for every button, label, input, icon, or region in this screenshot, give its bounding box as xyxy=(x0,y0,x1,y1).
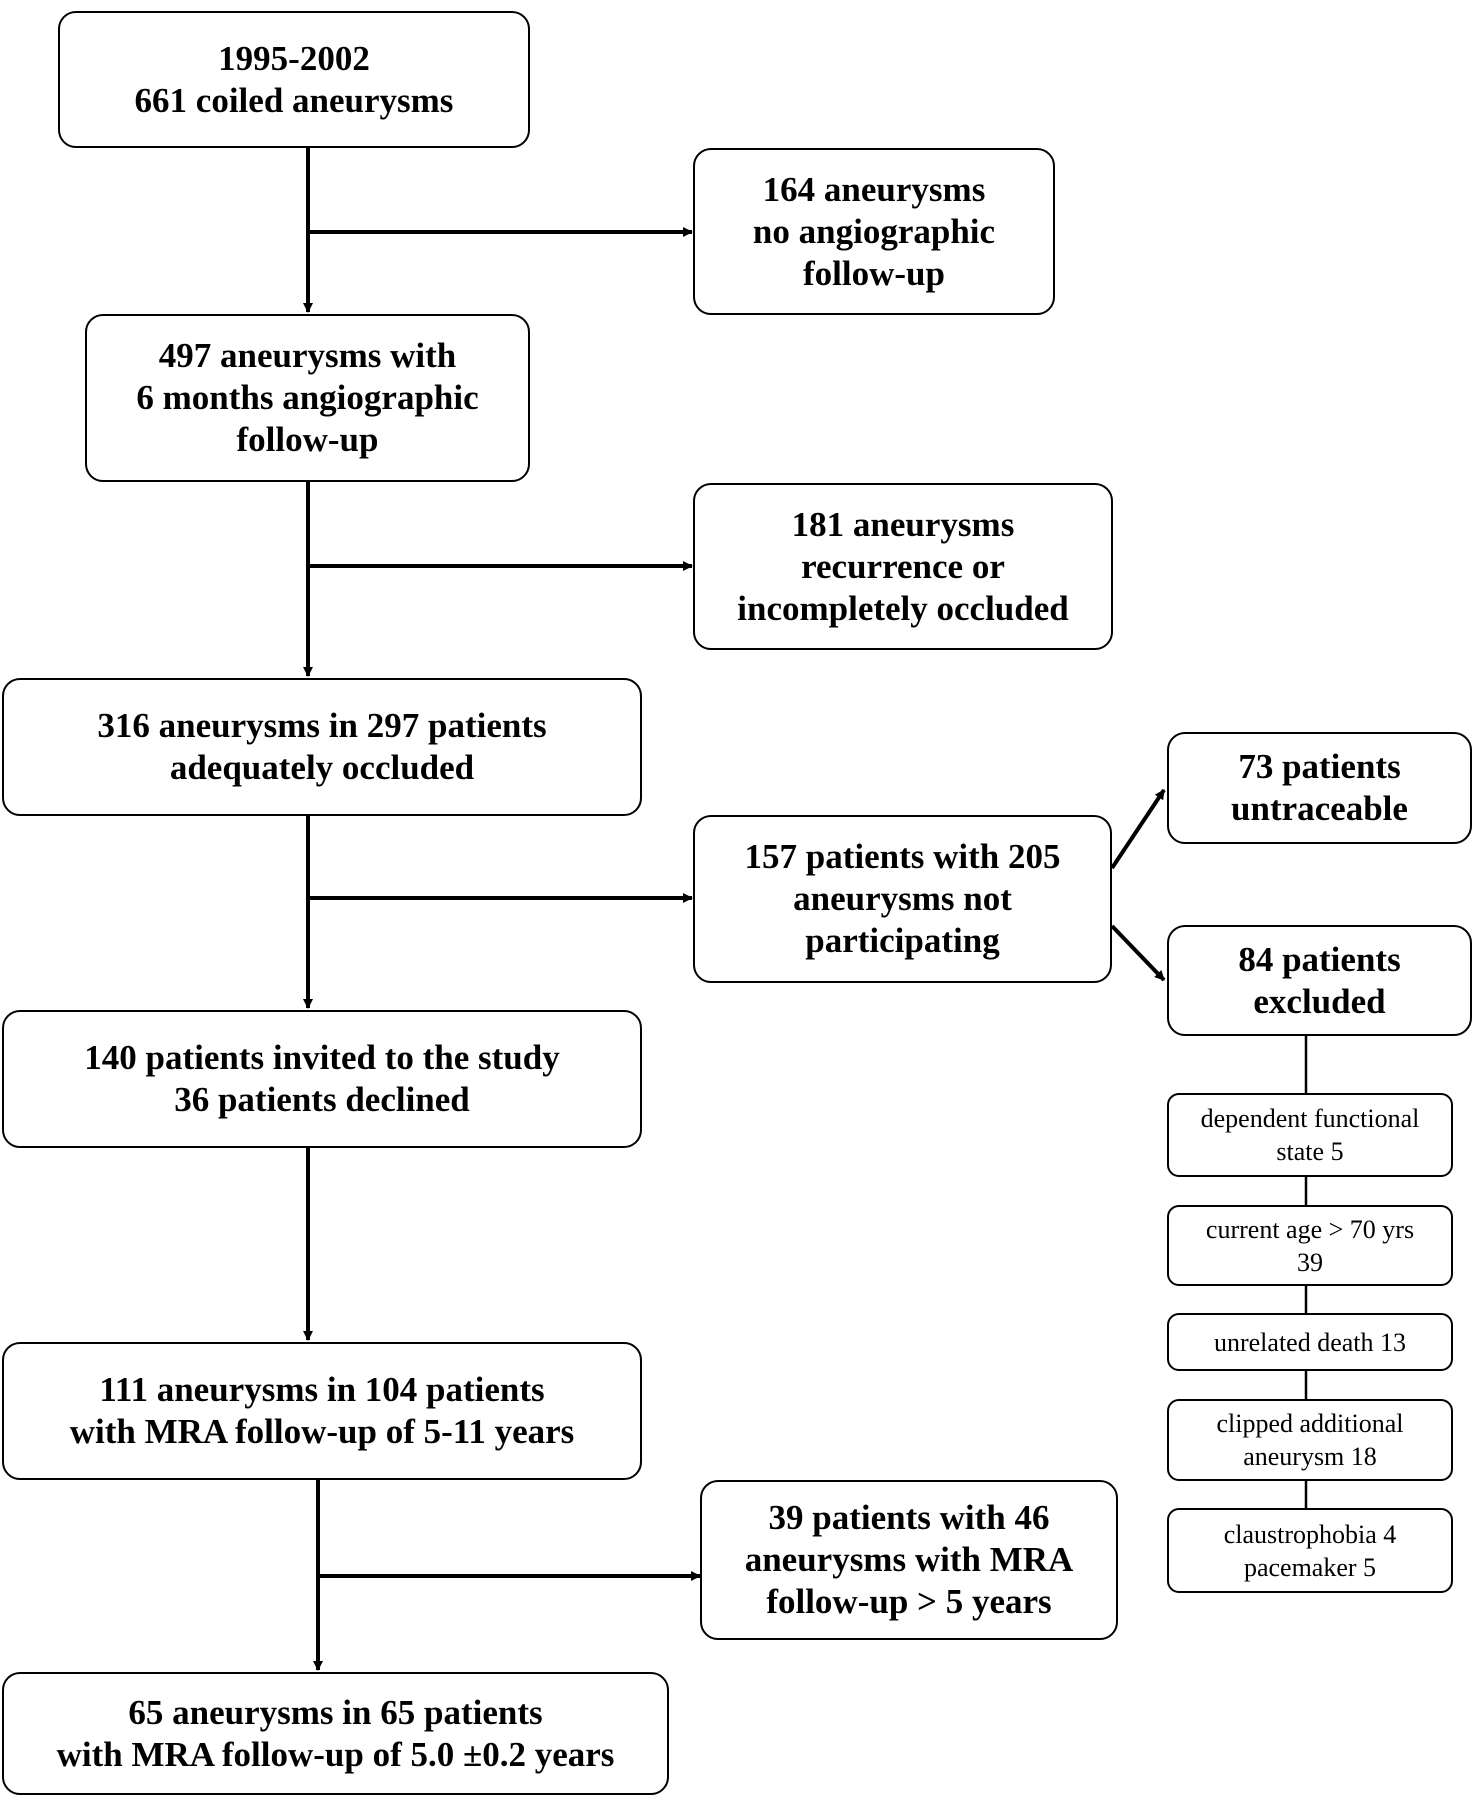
box-six-month-line-1: 497 aneurysms with xyxy=(158,336,457,375)
box-occluded-line-2: adequately occluded xyxy=(169,748,475,787)
box-no-followup-line-2: no angiographic xyxy=(752,211,996,251)
box-untraceable-line-1: 73 patients xyxy=(1238,747,1401,786)
box-invited-line-2: 36 patients declined xyxy=(174,1080,470,1119)
box-death-line-1: unrelated death 13 xyxy=(1213,1327,1407,1357)
box-excluded: 84 patients excluded xyxy=(1167,925,1472,1036)
box-claustrophobia: claustrophobia 4 pacemaker 5 xyxy=(1167,1508,1453,1593)
box-dependent-line-1: dependent functional xyxy=(1200,1104,1420,1133)
box-recurrence-line-2: recurrence or xyxy=(801,546,1005,586)
arrow-to-excluded xyxy=(1110,924,1166,982)
box-untraceable-line-2: untraceable xyxy=(1231,789,1408,828)
box-clipped-line-2: aneurysm 18 xyxy=(1243,1442,1377,1471)
box-mra-39-line-1: 39 patients with 46 xyxy=(768,1498,1050,1537)
arrow-to-untraceable xyxy=(1110,788,1166,870)
box-mra-111: 111 aneurysms in 104 patients with MRA f… xyxy=(2,1342,642,1480)
box-start: 1995-2002 661 coiled aneurysms xyxy=(58,11,530,148)
box-age-line-2: 39 xyxy=(1297,1247,1323,1277)
box-death: unrelated death 13 xyxy=(1167,1313,1453,1371)
box-no-followup: 164 aneurysms no angiographic follow-up xyxy=(693,148,1055,315)
box-not-participating-line-2: aneurysms not xyxy=(793,879,1012,918)
box-excluded-line-1: 84 patients xyxy=(1238,939,1401,979)
box-not-participating-line-3: participating xyxy=(805,921,1000,960)
box-invited: 140 patients invited to the study 36 pat… xyxy=(2,1010,642,1148)
box-occluded: 316 aneurysms in 297 patients adequately… xyxy=(2,678,642,816)
box-start-line-1: 1995-2002 xyxy=(218,38,370,78)
box-age-line-1: current age > 70 yrs xyxy=(1205,1214,1415,1244)
box-occluded-line-1: 316 aneurysms in 297 patients xyxy=(97,706,547,745)
box-no-followup-line-1: 164 aneurysms xyxy=(762,169,986,209)
box-claustrophobia-line-2: pacemaker 5 xyxy=(1243,1552,1377,1582)
box-recurrence-line-1: 181 aneurysms xyxy=(791,504,1015,544)
box-recurrence: 181 aneurysms recurrence or incompletely… xyxy=(693,483,1113,650)
box-excluded-line-2: excluded xyxy=(1253,981,1386,1021)
box-dependent: dependent functional state 5 xyxy=(1167,1093,1453,1177)
box-mra-39-line-2: aneurysms with MRA xyxy=(744,1540,1074,1579)
box-clipped-line-1: clipped additional xyxy=(1216,1409,1404,1438)
box-mra-39-line-3: follow-up > 5 years xyxy=(766,1582,1052,1621)
box-final: 65 aneurysms in 65 patients with MRA fol… xyxy=(2,1672,669,1795)
box-six-month: 497 aneurysms with 6 months angiographic… xyxy=(85,314,530,482)
box-mra-111-line-2: with MRA follow-up of 5-11 years xyxy=(69,1412,575,1451)
box-mra-39: 39 patients with 46 aneurysms with MRA f… xyxy=(700,1480,1118,1640)
box-six-month-line-2: 6 months angiographic xyxy=(136,378,479,417)
box-recurrence-line-3: incompletely occluded xyxy=(737,588,1069,628)
box-mra-111-line-1: 111 aneurysms in 104 patients xyxy=(99,1370,545,1409)
box-final-line-2: with MRA follow-up of 5.0 ±0.2 years xyxy=(56,1734,615,1774)
box-untraceable: 73 patients untraceable xyxy=(1167,732,1472,844)
box-final-line-1: 65 aneurysms in 65 patients xyxy=(128,1692,543,1732)
box-not-participating-line-1: 157 patients with 205 xyxy=(744,837,1061,876)
box-start-line-2: 661 coiled aneurysms xyxy=(134,80,454,120)
box-age: current age > 70 yrs 39 xyxy=(1167,1205,1453,1286)
box-dependent-line-2: state 5 xyxy=(1276,1137,1344,1166)
box-not-participating: 157 patients with 205 aneurysms not part… xyxy=(693,815,1112,983)
box-claustrophobia-line-1: claustrophobia 4 xyxy=(1223,1519,1397,1549)
box-six-month-line-3: follow-up xyxy=(236,420,379,459)
box-no-followup-line-3: follow-up xyxy=(803,253,945,293)
box-invited-line-1: 140 patients invited to the study xyxy=(84,1038,560,1077)
box-clipped: clipped additional aneurysm 18 xyxy=(1167,1399,1453,1481)
